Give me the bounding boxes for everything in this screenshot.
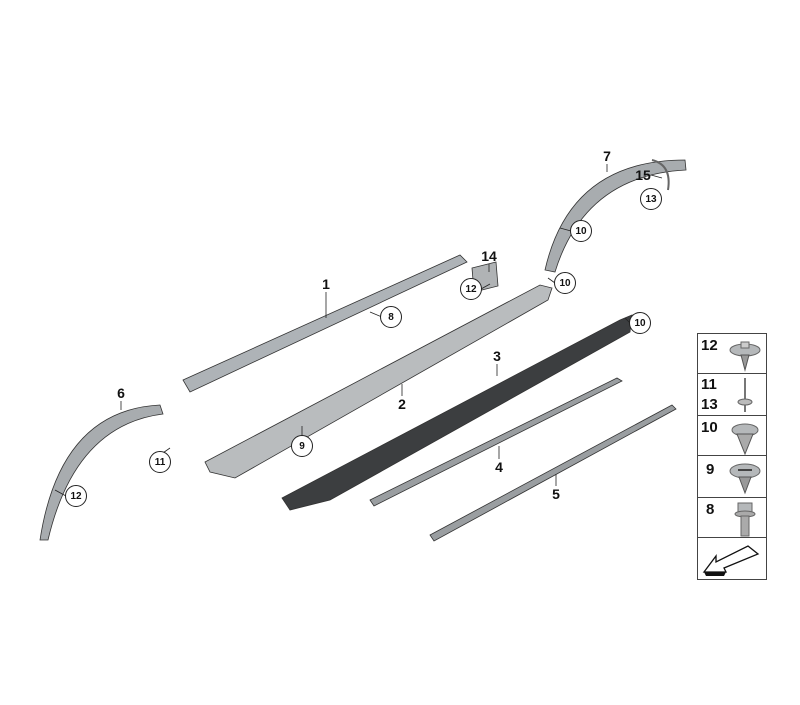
push-clip-large-icon <box>729 341 761 372</box>
callout-circle-10: 10 <box>570 220 592 242</box>
callout-7: 7 <box>603 148 611 164</box>
callout-14: 14 <box>481 248 497 264</box>
callout-3: 3 <box>493 348 501 364</box>
part-3-sill-cover <box>281 314 633 511</box>
rivet-pin-icon <box>737 378 753 412</box>
part-6-wheel-arch <box>39 404 164 541</box>
callout-2: 2 <box>398 396 406 412</box>
callout-circle-10: 10 <box>629 312 651 334</box>
legend-row-8: 8 <box>698 498 766 538</box>
callout-circle-13: 13 <box>640 188 662 210</box>
callout-circle-12: 12 <box>460 278 482 300</box>
legend-row-11-13: 11 13 <box>698 374 766 416</box>
callout-6: 6 <box>117 385 125 401</box>
legend-row-10: 10 <box>698 416 766 456</box>
part-2-side-sill <box>204 284 553 479</box>
legend-row-12: 12 <box>698 334 766 374</box>
part-15-trim <box>651 159 670 191</box>
legend-row-direction <box>698 538 766 579</box>
part-1-bracket <box>182 254 468 393</box>
expanding-clip-icon <box>731 423 759 455</box>
callout-circle-9: 9 <box>291 435 313 457</box>
direction-arrow-icon <box>702 545 760 576</box>
part-4-trim-strip <box>369 377 623 507</box>
callout-circle-11: 11 <box>149 451 171 473</box>
flange-screw-icon <box>734 502 756 537</box>
slotted-clip-icon <box>729 463 761 495</box>
callout-circle-10: 10 <box>554 272 576 294</box>
fastener-legend: 12 11 13 10 9 8 <box>697 333 767 580</box>
part-5-trim-strip <box>429 404 677 542</box>
callout-15: 15 <box>635 167 651 183</box>
callout-circle-12: 12 <box>65 485 87 507</box>
callout-1: 1 <box>322 276 330 292</box>
callout-5: 5 <box>552 486 560 502</box>
callout-4: 4 <box>495 459 503 475</box>
callout-circle-8: 8 <box>380 306 402 328</box>
part-7-wheel-arch <box>544 159 687 273</box>
legend-row-9: 9 <box>698 456 766 498</box>
